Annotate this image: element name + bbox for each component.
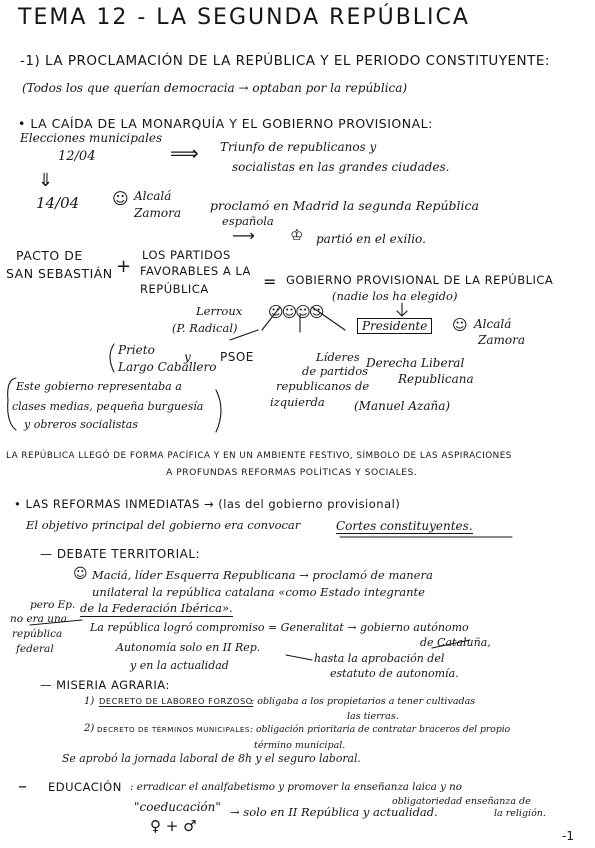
- educacion-line-3: la religión.: [494, 808, 546, 819]
- elecciones-label: Elecciones municipales: [20, 131, 163, 145]
- macia-line-1: Maciá, líder Esquerra Republicana → proc…: [92, 568, 433, 582]
- proclaim-line-1: proclamó en Madrid la segunda República: [210, 198, 480, 213]
- lerroux-name: Lerroux: [196, 304, 243, 318]
- lideres-line-4: izquierda: [270, 395, 325, 409]
- cortes-text: Cortes constituyentes.: [336, 519, 473, 534]
- decreto-2-number: 2): [84, 723, 95, 734]
- derecha-line-2: Republicana: [398, 372, 474, 386]
- page-title: TEMA 12 - LA SEGUNDA REPÚBLICA: [18, 5, 470, 30]
- equals-sign: =: [263, 272, 277, 291]
- coeducacion-word: "coeducación": [134, 800, 221, 814]
- pres-alcala: Alcalá: [474, 317, 512, 331]
- decreto-1-text: : obligaba a los propietarios a tener cu…: [251, 696, 476, 707]
- presidente-box: Presidente: [357, 318, 433, 334]
- debate-territorial-heading: — DEBATE TERRITORIAL:: [40, 547, 201, 561]
- person-icon: ☺: [112, 189, 129, 208]
- decreto-2-text-2: término municipal.: [254, 740, 346, 751]
- margin-note-3: república: [12, 628, 63, 640]
- plus-sign: +: [116, 256, 132, 277]
- macia-line-3: de la Federación Ibérica».: [80, 601, 233, 617]
- section-heading: -1) LA PROCLAMACIÓN DE LA REPÚBLICA Y EL…: [20, 53, 550, 69]
- lideres-line-1: Líderes: [316, 350, 360, 364]
- alcala-name: Alcalá: [134, 189, 172, 203]
- educacion-text: : erradicar el analfabetismo y promover …: [130, 781, 462, 793]
- represent-line-1: Este gobierno representaba a: [16, 380, 182, 393]
- partidos-line-3: REPÚBLICA: [140, 282, 209, 296]
- educacion-line-2: obligatoriedad enseñanza de: [392, 796, 531, 807]
- partidos-line-2: FAVORABLES A LA: [140, 264, 251, 278]
- autonomia-line-1: Autonomía solo en II Rep.: [116, 641, 261, 654]
- king-icon: ♔: [290, 226, 304, 244]
- subsection-heading-reformas: • LAS REFORMAS INMEDIATAS → (las del gob…: [14, 497, 401, 511]
- margin-note-4: federal: [16, 643, 54, 655]
- exile-text: partió en el exilio.: [316, 232, 426, 246]
- y-connector: y: [184, 350, 191, 364]
- decreto-1-text-2: las tierras.: [347, 711, 399, 722]
- pacto-line-2: SAN SEBASTIÁN: [6, 266, 113, 281]
- decreto-2-label: DECRETO DE TÉRMINOS MUNICIPALES: [97, 725, 250, 734]
- decreto-1-label: DECRETO DE LABOREO FORZOSO: [99, 696, 253, 708]
- represent-line-3: y obreros socialistas: [24, 418, 138, 431]
- hasta-line-2: estatuto de autonomía.: [330, 667, 459, 680]
- autonomia-line-2: y en la actualidad: [130, 659, 229, 672]
- person-icon: ☺: [452, 316, 468, 334]
- miseria-agraria-heading: — MISERIA AGRARIA:: [40, 678, 170, 692]
- psoe-label: PSOE: [220, 350, 254, 364]
- jornada-text: Se aprobó la jornada laboral de 8h y el …: [62, 752, 361, 765]
- lideres-line-2: de partidos: [302, 364, 369, 378]
- prieto-name: Prieto: [118, 343, 155, 357]
- educacion-label: EDUCACIÓN: [48, 780, 122, 794]
- group-people-icon: ☺☺☺☺: [268, 303, 325, 321]
- decreto-2-text: : obligación prioritaria de contratar br…: [250, 724, 511, 735]
- date-14-04: 14/04: [36, 194, 80, 212]
- objetivo-text: El objetivo principal del gobierno era c…: [26, 518, 301, 532]
- dash-marker: –: [18, 776, 27, 797]
- represent-line-2: clases medias, pequeña burguesía: [12, 400, 204, 413]
- decreto-1-number: 1): [84, 696, 95, 707]
- pres-zamora: Zamora: [478, 333, 525, 347]
- proclaim-line-2: española: [222, 214, 274, 228]
- result-line-1: Triunfo de republicanos y: [220, 140, 377, 154]
- compromiso-line-2: de Cataluña,: [420, 636, 491, 649]
- date-12-04: 12/04: [58, 149, 96, 164]
- largo-caballero: Largo Caballero: [118, 360, 217, 374]
- nadie-elegido: (nadie los ha elegido): [332, 289, 458, 303]
- derecha-line-1: Derecha Liberal: [366, 356, 465, 370]
- azana-name: (Manuel Azaña): [354, 399, 451, 413]
- person-icon: ☺: [73, 566, 88, 582]
- margin-note-2: no era una: [10, 613, 68, 625]
- macia-line-2: unilateral la república catalana «como E…: [92, 585, 425, 599]
- section-note: (Todos los que querían democracia → opta…: [22, 81, 408, 95]
- compromiso-line-1: La república logró compromiso = Generali…: [90, 621, 469, 634]
- zamora-name: Zamora: [134, 206, 181, 220]
- hasta-line-1: hasta la aprobación del: [314, 652, 445, 665]
- festivo-line-2: A PROFUNDAS REFORMAS POLÍTICAS Y SOCIALE…: [166, 467, 418, 478]
- double-arrow-icon: ⟹: [170, 141, 199, 165]
- lerroux-party: (P. Radical): [172, 321, 238, 335]
- page-number: -1: [562, 829, 574, 843]
- coeducacion-text: → solo en II República y actualidad.: [230, 805, 438, 819]
- partidos-line-1: LOS PARTIDOS: [142, 248, 231, 262]
- result-line-2: socialistas en las grandes ciudades.: [232, 160, 450, 174]
- festivo-line-1: LA REPÚBLICA LLEGÓ DE FORMA PACÍFICA Y E…: [6, 451, 512, 461]
- gobierno-provisional: GOBIERNO PROVISIONAL DE LA REPÚBLICA: [286, 273, 554, 287]
- subsection-heading: • LA CAÍDA DE LA MONARQUÍA Y EL GOBIERNO…: [18, 116, 433, 131]
- gender-symbols-icon: ♀ + ♂: [150, 817, 197, 835]
- down-double-arrow-icon: ⇓: [38, 170, 54, 191]
- right-arrow-icon: ⟶: [232, 226, 255, 245]
- margin-note-1: pero Ep.: [30, 599, 76, 611]
- lideres-line-3: republicanos de: [276, 379, 370, 393]
- pacto-line-1: PACTO DE: [16, 248, 83, 263]
